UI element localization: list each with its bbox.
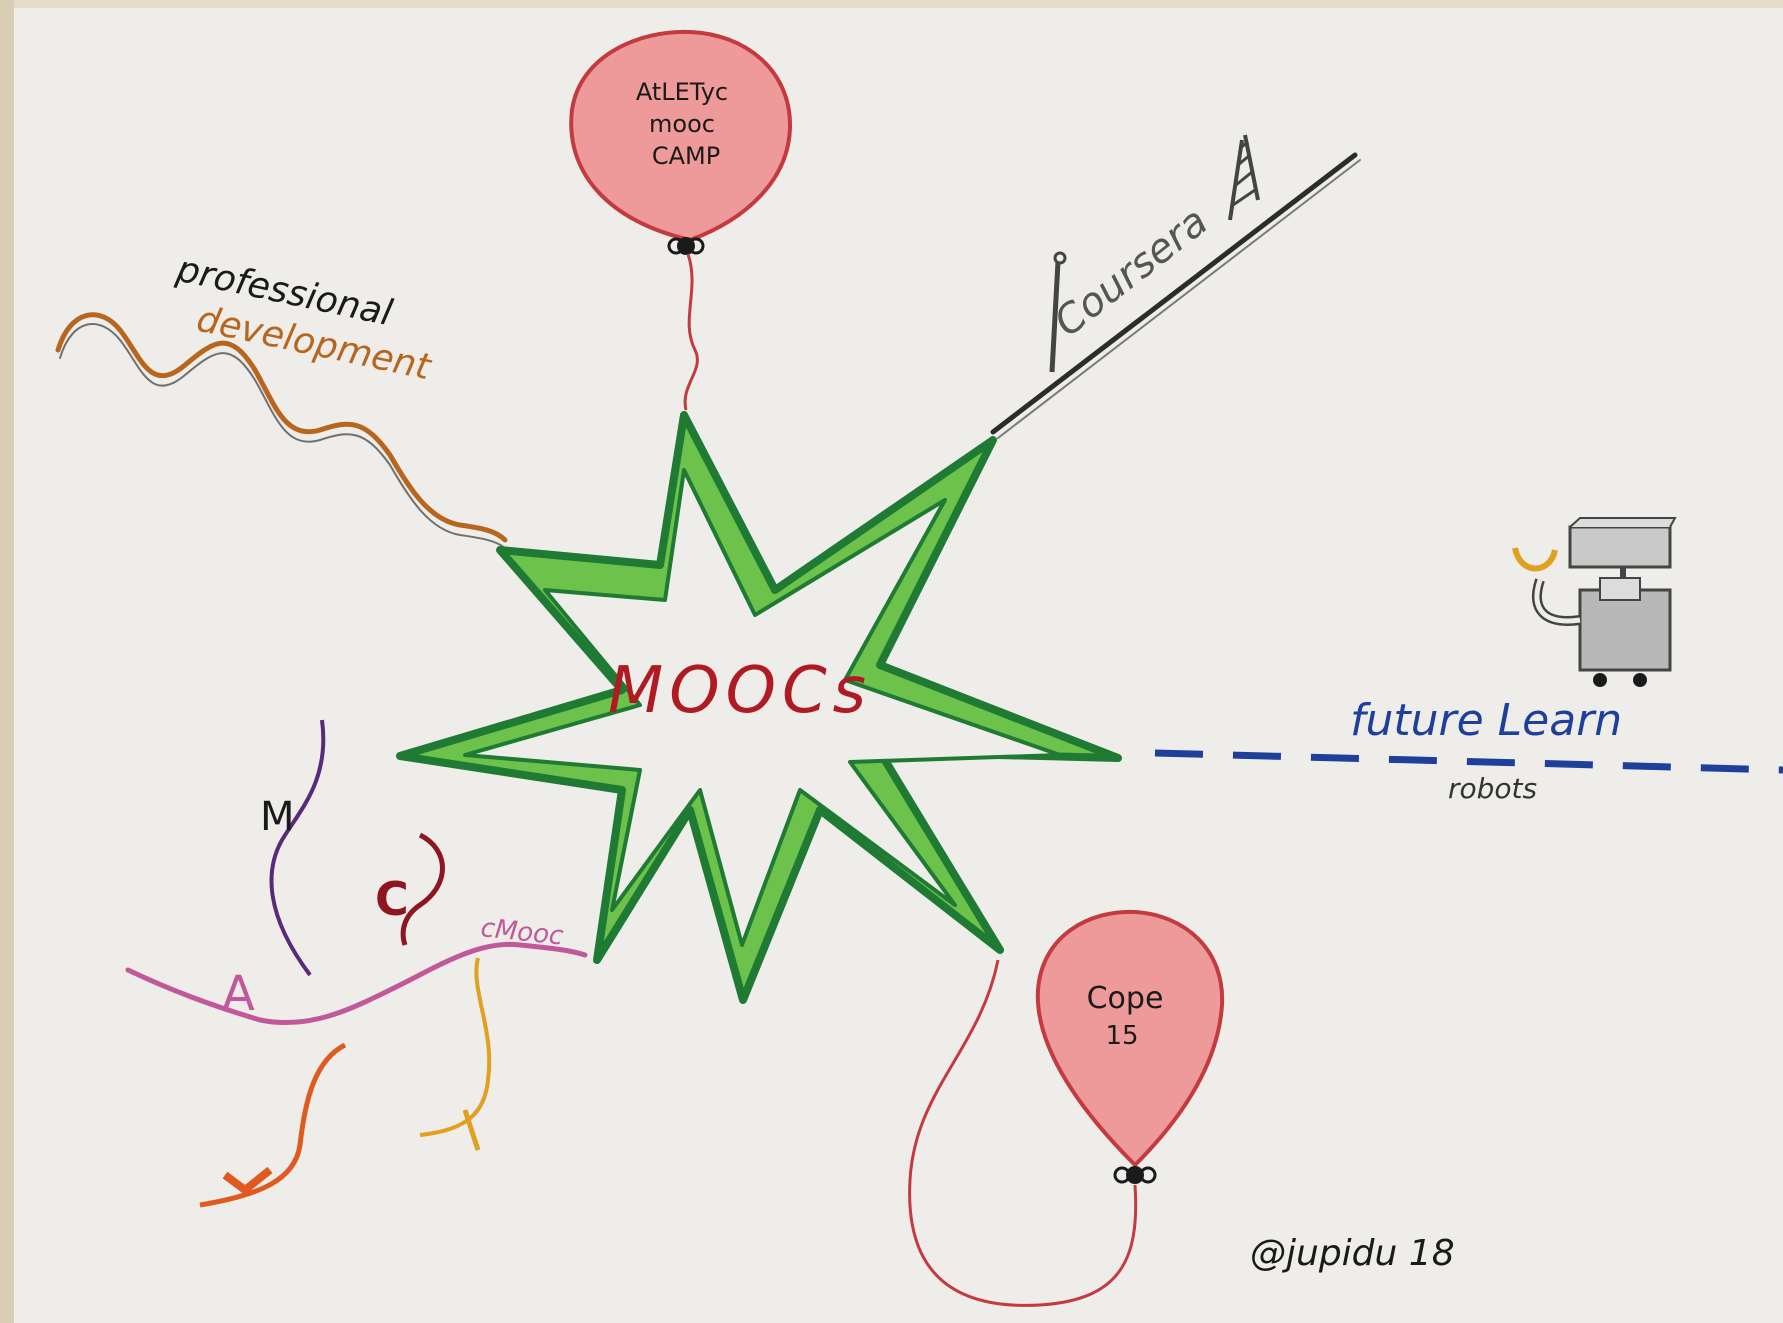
- orange-stroke-2: [419, 957, 492, 1137]
- future-learn-branch: future Learn robots: [1154, 695, 1783, 805]
- center-label: MOOCs: [608, 654, 872, 728]
- orange-stroke-1: [199, 1042, 347, 1208]
- balloon-top-line-2: mooc: [649, 110, 715, 138]
- robot-icon: [1512, 517, 1677, 687]
- support-post: [1049, 261, 1061, 373]
- future-learn-label: future Learn: [1350, 695, 1622, 746]
- signature: @jupidu 18: [1250, 1233, 1455, 1274]
- cmooc-branch: cMooc M C A: [125, 719, 588, 1208]
- m-stroke: [269, 719, 326, 977]
- c-stroke: [400, 832, 445, 946]
- balloon-bottom-line-1: Cope: [1087, 981, 1164, 1016]
- letter-a: A: [222, 966, 255, 1022]
- paper-sheet: [12, 8, 1783, 1323]
- ladder-icon: [1228, 134, 1260, 221]
- paper-shadow-left: [0, 0, 14, 1323]
- balloon-top-line-1: AtLETyc: [636, 78, 728, 106]
- star-icon: MOOCs: [396, 411, 1122, 1004]
- balloon-icon-bottom: Cope 15: [908, 909, 1225, 1307]
- letter-m: M: [260, 794, 295, 840]
- robots-label: robots: [1448, 772, 1537, 805]
- balloon-top-line-3: CAMP: [652, 142, 720, 170]
- balloon-bottom-line-2: 15: [1105, 1021, 1138, 1051]
- balloon-icon: AtLETyc mooc CAMP: [569, 29, 793, 411]
- letter-c: C: [375, 872, 409, 926]
